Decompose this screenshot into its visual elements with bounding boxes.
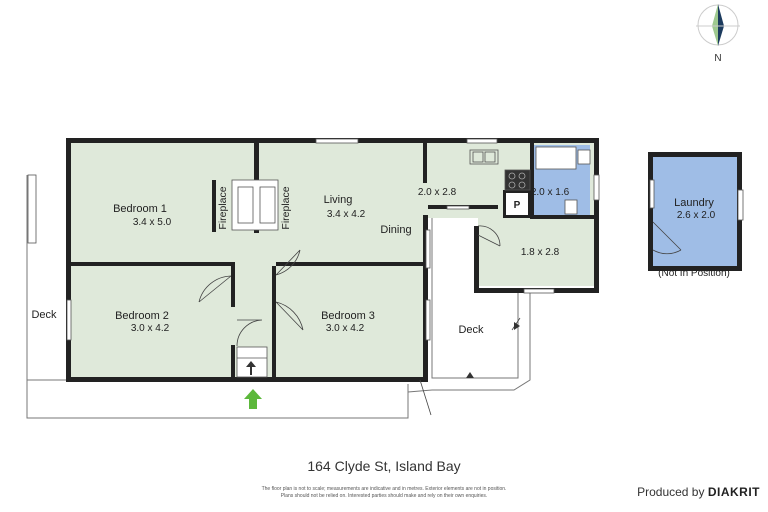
windows	[27, 138, 744, 341]
address-title: 164 Clyde St, Island Bay	[307, 458, 461, 474]
entry-markers	[236, 322, 520, 409]
room-name-bedroom-1: Bedroom 1	[113, 203, 167, 215]
fireplace-label-right: Fireplace	[280, 186, 292, 229]
room-name-dining: Dining	[380, 224, 411, 236]
disclaimer-line-1: The floor plan is not to scale; measurem…	[261, 486, 507, 492]
brand-logo: DIAKRIT	[707, 485, 760, 499]
laundry-note: (Not In Position)	[658, 268, 730, 279]
fireplaces	[231, 179, 279, 231]
compass-north-label: N	[714, 53, 721, 64]
room-dims-bedroom-3: 3.0 x 4.2	[326, 323, 365, 334]
kitchen-dims: 2.0 x 2.8	[418, 187, 457, 198]
room-dims-living: 3.4 x 4.2	[327, 209, 366, 220]
entry-arrow-icon	[244, 389, 262, 409]
deck-label-right: Deck	[458, 324, 484, 336]
fireplace-label-left: Fireplace	[217, 186, 229, 229]
compass: N	[696, 4, 740, 64]
room-name-bedroom-2: Bedroom 2	[115, 310, 169, 322]
produced-by: Produced by DIAKRIT	[637, 485, 760, 499]
pantry-label: P	[514, 200, 521, 211]
room-name-bedroom-3: Bedroom 3	[321, 310, 375, 322]
entry-dims: 1.8 x 2.8	[521, 247, 560, 258]
bathroom-dims: 2.0 x 1.6	[531, 187, 570, 198]
disclaimer: The floor plan is not to scale; measurem…	[0, 486, 768, 500]
room-dims-bedroom-2: 3.0 x 4.2	[131, 323, 170, 334]
bathroom-fixtures	[535, 146, 591, 215]
pantry-box	[506, 193, 528, 215]
room-name-laundry: Laundry	[674, 197, 714, 209]
produced-by-label: Produced by	[637, 485, 705, 499]
room-name-living: Living	[324, 194, 353, 206]
room-fills	[70, 141, 739, 377]
room-dims-bedroom-1: 3.4 x 5.0	[133, 217, 172, 228]
room-dims-laundry: 2.6 x 2.0	[677, 210, 716, 221]
deck-label-left: Deck	[31, 309, 57, 321]
kitchen-fixtures	[469, 149, 531, 191]
laundry-fill	[651, 155, 739, 268]
disclaimer-line-2: Plans should not be relied on. Intereste…	[280, 493, 488, 499]
